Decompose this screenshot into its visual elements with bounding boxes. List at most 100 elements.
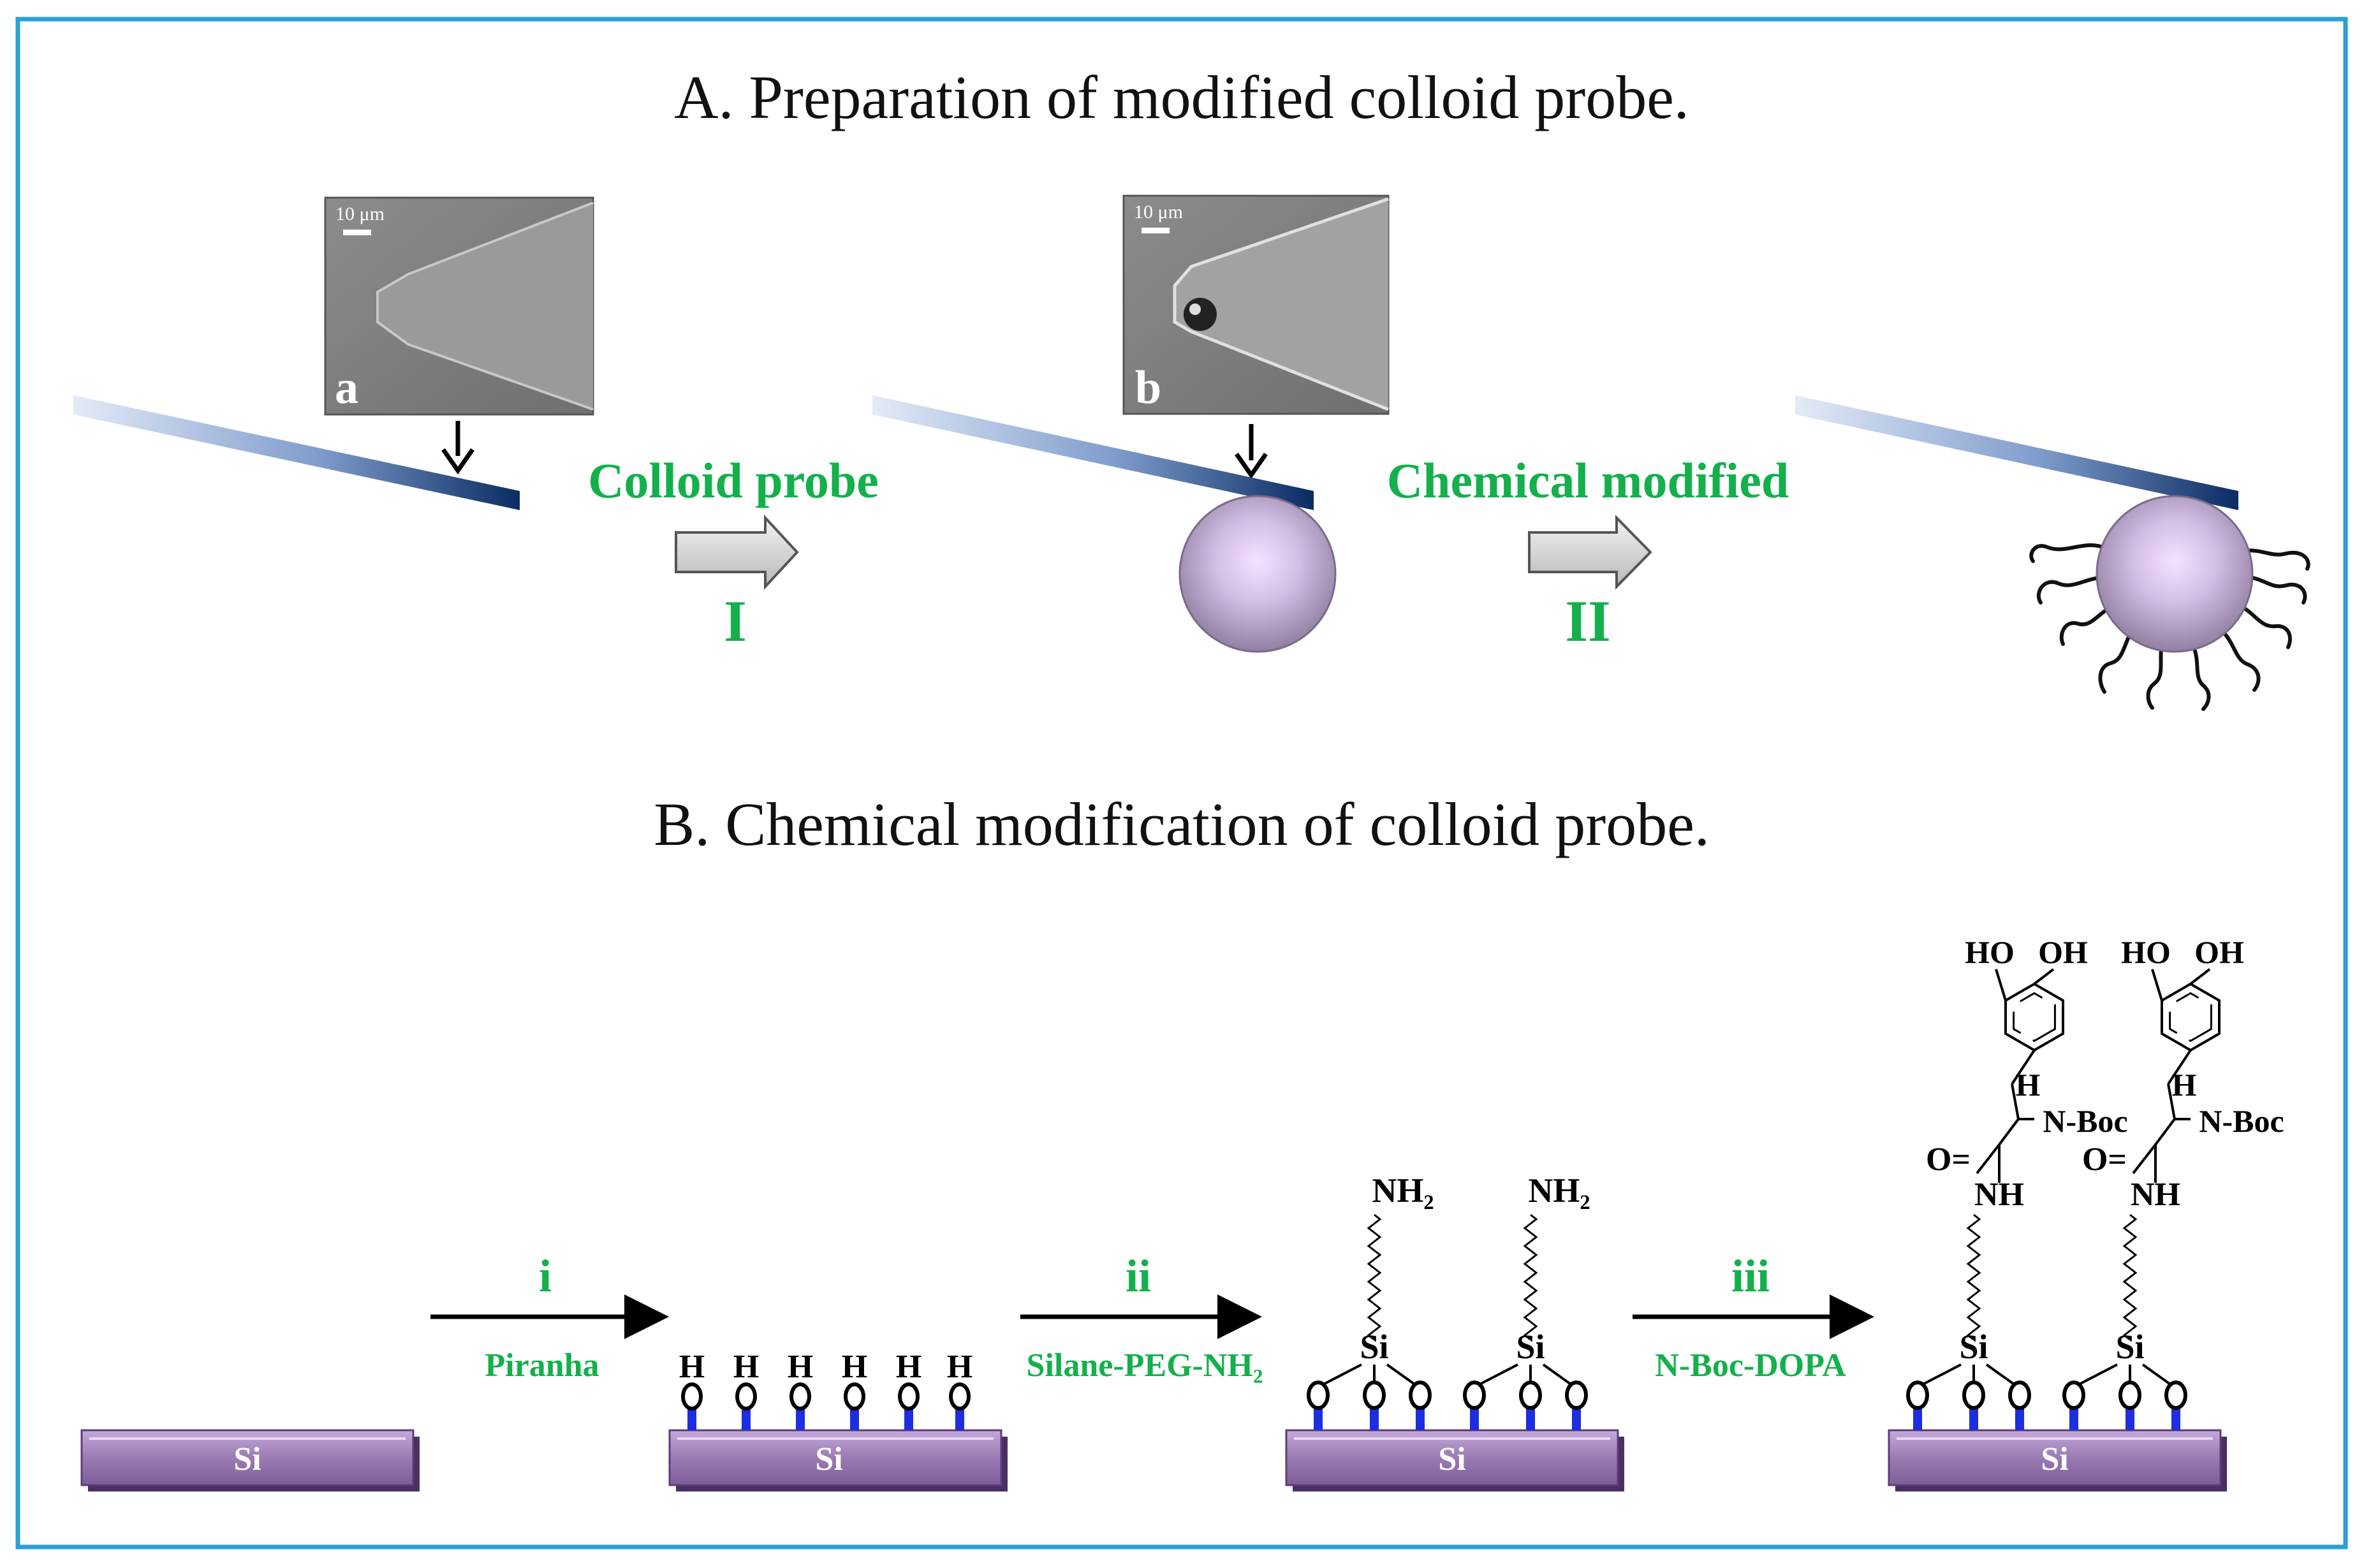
bond	[1923, 1363, 1962, 1385]
surface-linker	[955, 1409, 964, 1430]
step-1-numeral: I	[724, 589, 747, 654]
surface-linker	[2069, 1408, 2078, 1430]
bond	[1985, 1363, 2015, 1385]
bond	[2167, 1049, 2192, 1085]
oxygen-atom	[1307, 1381, 1330, 1410]
sem-a-scale-label: 10 μm	[335, 203, 385, 224]
carbonyl-oxygen: O=	[1926, 1141, 1971, 1178]
si-label: Si	[815, 1441, 842, 1477]
oxygen-atom	[2118, 1381, 2141, 1410]
bond	[2141, 1363, 2171, 1385]
step-i-numeral: i	[539, 1250, 552, 1301]
step-iii-numeral: iii	[1731, 1250, 1770, 1301]
hydroxyl-label: HO	[2121, 934, 2171, 970]
surface-linker	[2015, 1408, 2024, 1430]
oxygen-atom	[2164, 1381, 2187, 1410]
bond	[1386, 1363, 1415, 1385]
surface-linker	[850, 1409, 859, 1430]
bond	[2132, 1143, 2157, 1175]
bond	[2033, 968, 2055, 985]
oxygen-atom	[681, 1382, 703, 1410]
surface-linker	[1526, 1408, 1535, 1430]
down-arrow-icon	[1235, 424, 1268, 480]
process-arrow-icon	[1528, 515, 1652, 590]
bond	[2151, 969, 2163, 1001]
step-ii-reagent: Silane-PEG-NH₂	[1027, 1347, 1263, 1384]
polymer-brush-chains	[2029, 543, 2310, 711]
surface-linker	[904, 1409, 913, 1430]
aromatic-bonds	[2013, 992, 2056, 1043]
oxygen-atom	[949, 1382, 971, 1410]
oxygen-atom	[2062, 1381, 2085, 1410]
oxygen-atom	[1565, 1381, 1588, 1410]
n-boc-group: N-Boc	[2199, 1103, 2284, 1139]
peg-chain	[1966, 1213, 1981, 1341]
sem-image-b: 10 μm b	[1122, 194, 1390, 415]
surface-linker	[2125, 1408, 2134, 1430]
surface-linker	[742, 1409, 751, 1430]
surface-linker	[796, 1409, 805, 1430]
surface-linker	[1470, 1408, 1479, 1430]
sem-b-label: b	[1135, 362, 1161, 414]
step-i-reagent: Piranha	[485, 1347, 599, 1384]
bond	[2011, 1049, 2036, 1085]
hydrogen-atom: H	[842, 1349, 867, 1385]
oxygen-atom	[1363, 1381, 1386, 1410]
oxygen-atom	[1463, 1381, 1486, 1410]
modified-colloid-sphere	[2096, 495, 2254, 653]
oxygen-atom	[1409, 1381, 1432, 1410]
hydroxyl-label: OH	[2194, 934, 2244, 970]
bond	[2189, 968, 2211, 985]
bond	[2080, 1363, 2118, 1385]
hydrogen-atom: H	[788, 1349, 813, 1385]
silicon-atom: Si	[1360, 1328, 1388, 1366]
si-substrate-1: Si	[80, 1429, 420, 1491]
surface-linker	[1572, 1408, 1581, 1430]
cantilever-2	[872, 395, 1314, 510]
oxygen-atom	[898, 1382, 920, 1410]
peg-chain	[1367, 1213, 1382, 1341]
si-substrate-2: Si	[668, 1429, 1008, 1491]
surface-linker	[1314, 1408, 1323, 1430]
sem-image-a: 10 μm a	[324, 196, 594, 416]
hydrogen-atom: H	[947, 1349, 973, 1385]
colloid-sphere	[1178, 495, 1337, 653]
sem-a-label: a	[335, 362, 358, 414]
down-arrow-icon	[441, 421, 474, 475]
hydroxyl-label: HO	[1965, 934, 2015, 970]
cantilever-3	[1795, 395, 2238, 510]
cantilever-1	[73, 395, 520, 510]
bond	[2167, 1083, 2176, 1120]
surface-linker	[1913, 1408, 1922, 1430]
oxygen-atom	[735, 1382, 757, 1410]
surface-linker	[1416, 1408, 1425, 1430]
step-iii-reagent: N-Boc-DOPA	[1655, 1347, 1846, 1384]
hydrogen-atom: H	[679, 1349, 705, 1385]
si-label: Si	[233, 1441, 261, 1477]
aromatic-bonds	[2169, 992, 2212, 1043]
scale-bar	[343, 230, 371, 235]
process-arrow-icon	[675, 514, 799, 590]
bond	[1542, 1363, 1571, 1385]
step-1-label: Colloid probe	[588, 453, 879, 508]
si-label: Si	[1438, 1441, 1465, 1477]
hydroxyl-label: OH	[2038, 934, 2088, 970]
step-ii-numeral: ii	[1126, 1250, 1151, 1301]
peg-chain	[1523, 1213, 1538, 1341]
amine-group: NH₂	[1528, 1171, 1590, 1210]
si-label: Si	[2041, 1441, 2068, 1477]
figure-border	[15, 17, 2348, 1550]
surface-linker	[1969, 1408, 1978, 1430]
silicon-atom: Si	[2115, 1328, 2144, 1366]
step-2-numeral: II	[1565, 589, 1611, 654]
step-2-label: Chemical modified	[1387, 453, 1789, 508]
surface-linker	[687, 1409, 696, 1430]
bond	[1324, 1363, 1362, 1385]
oxygen-atom	[789, 1382, 811, 1410]
carbonyl-oxygen: O=	[2082, 1141, 2127, 1178]
section-b-title: B. Chemical modification of colloid prob…	[654, 790, 1710, 858]
sem-b-scale-label: 10 μm	[1134, 201, 1183, 223]
